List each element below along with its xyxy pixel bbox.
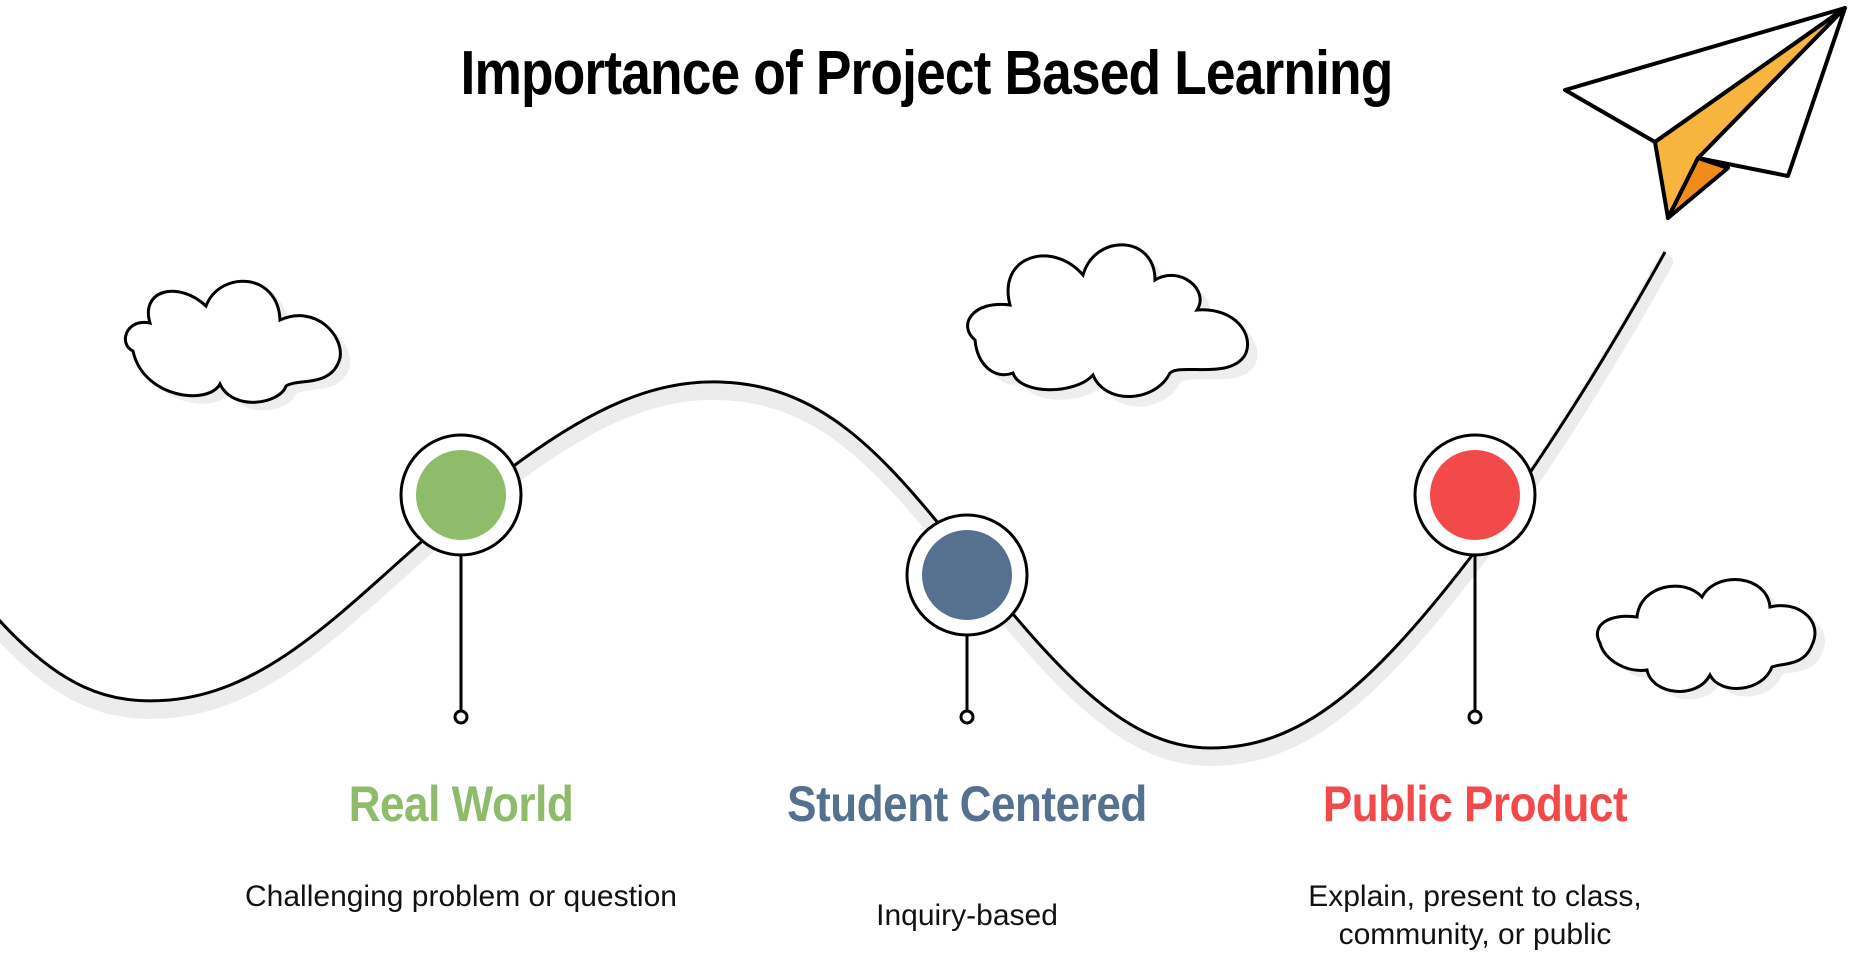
- cloud-icon: [123, 279, 351, 411]
- milestone-label-real-world: Real World: [348, 776, 574, 832]
- milestone-marker-public-product: [1413, 433, 1537, 725]
- milestone-marker-real-world: [399, 433, 523, 725]
- path-line: [0, 251, 1667, 750]
- milestone-description-student-centered: Inquiry-based: [876, 899, 1058, 932]
- cloud-icon: [1596, 578, 1825, 700]
- milestone-description-real-world: Challenging problem or question: [245, 880, 677, 913]
- page-title: Importance of Project Based Learning: [460, 39, 1394, 108]
- milestone-marker-student-centered: [905, 513, 1029, 725]
- paper-plane-icon: [1563, 6, 1847, 220]
- milestone-description-public-product: Explain, present to class, community, or…: [1308, 880, 1642, 951]
- path-shadow: [0, 254, 1673, 767]
- milestone-label-public-product: Public Product: [1322, 776, 1628, 832]
- milestone-label-student-centered: Student Centered: [787, 776, 1147, 832]
- cloud-icon: [966, 243, 1258, 407]
